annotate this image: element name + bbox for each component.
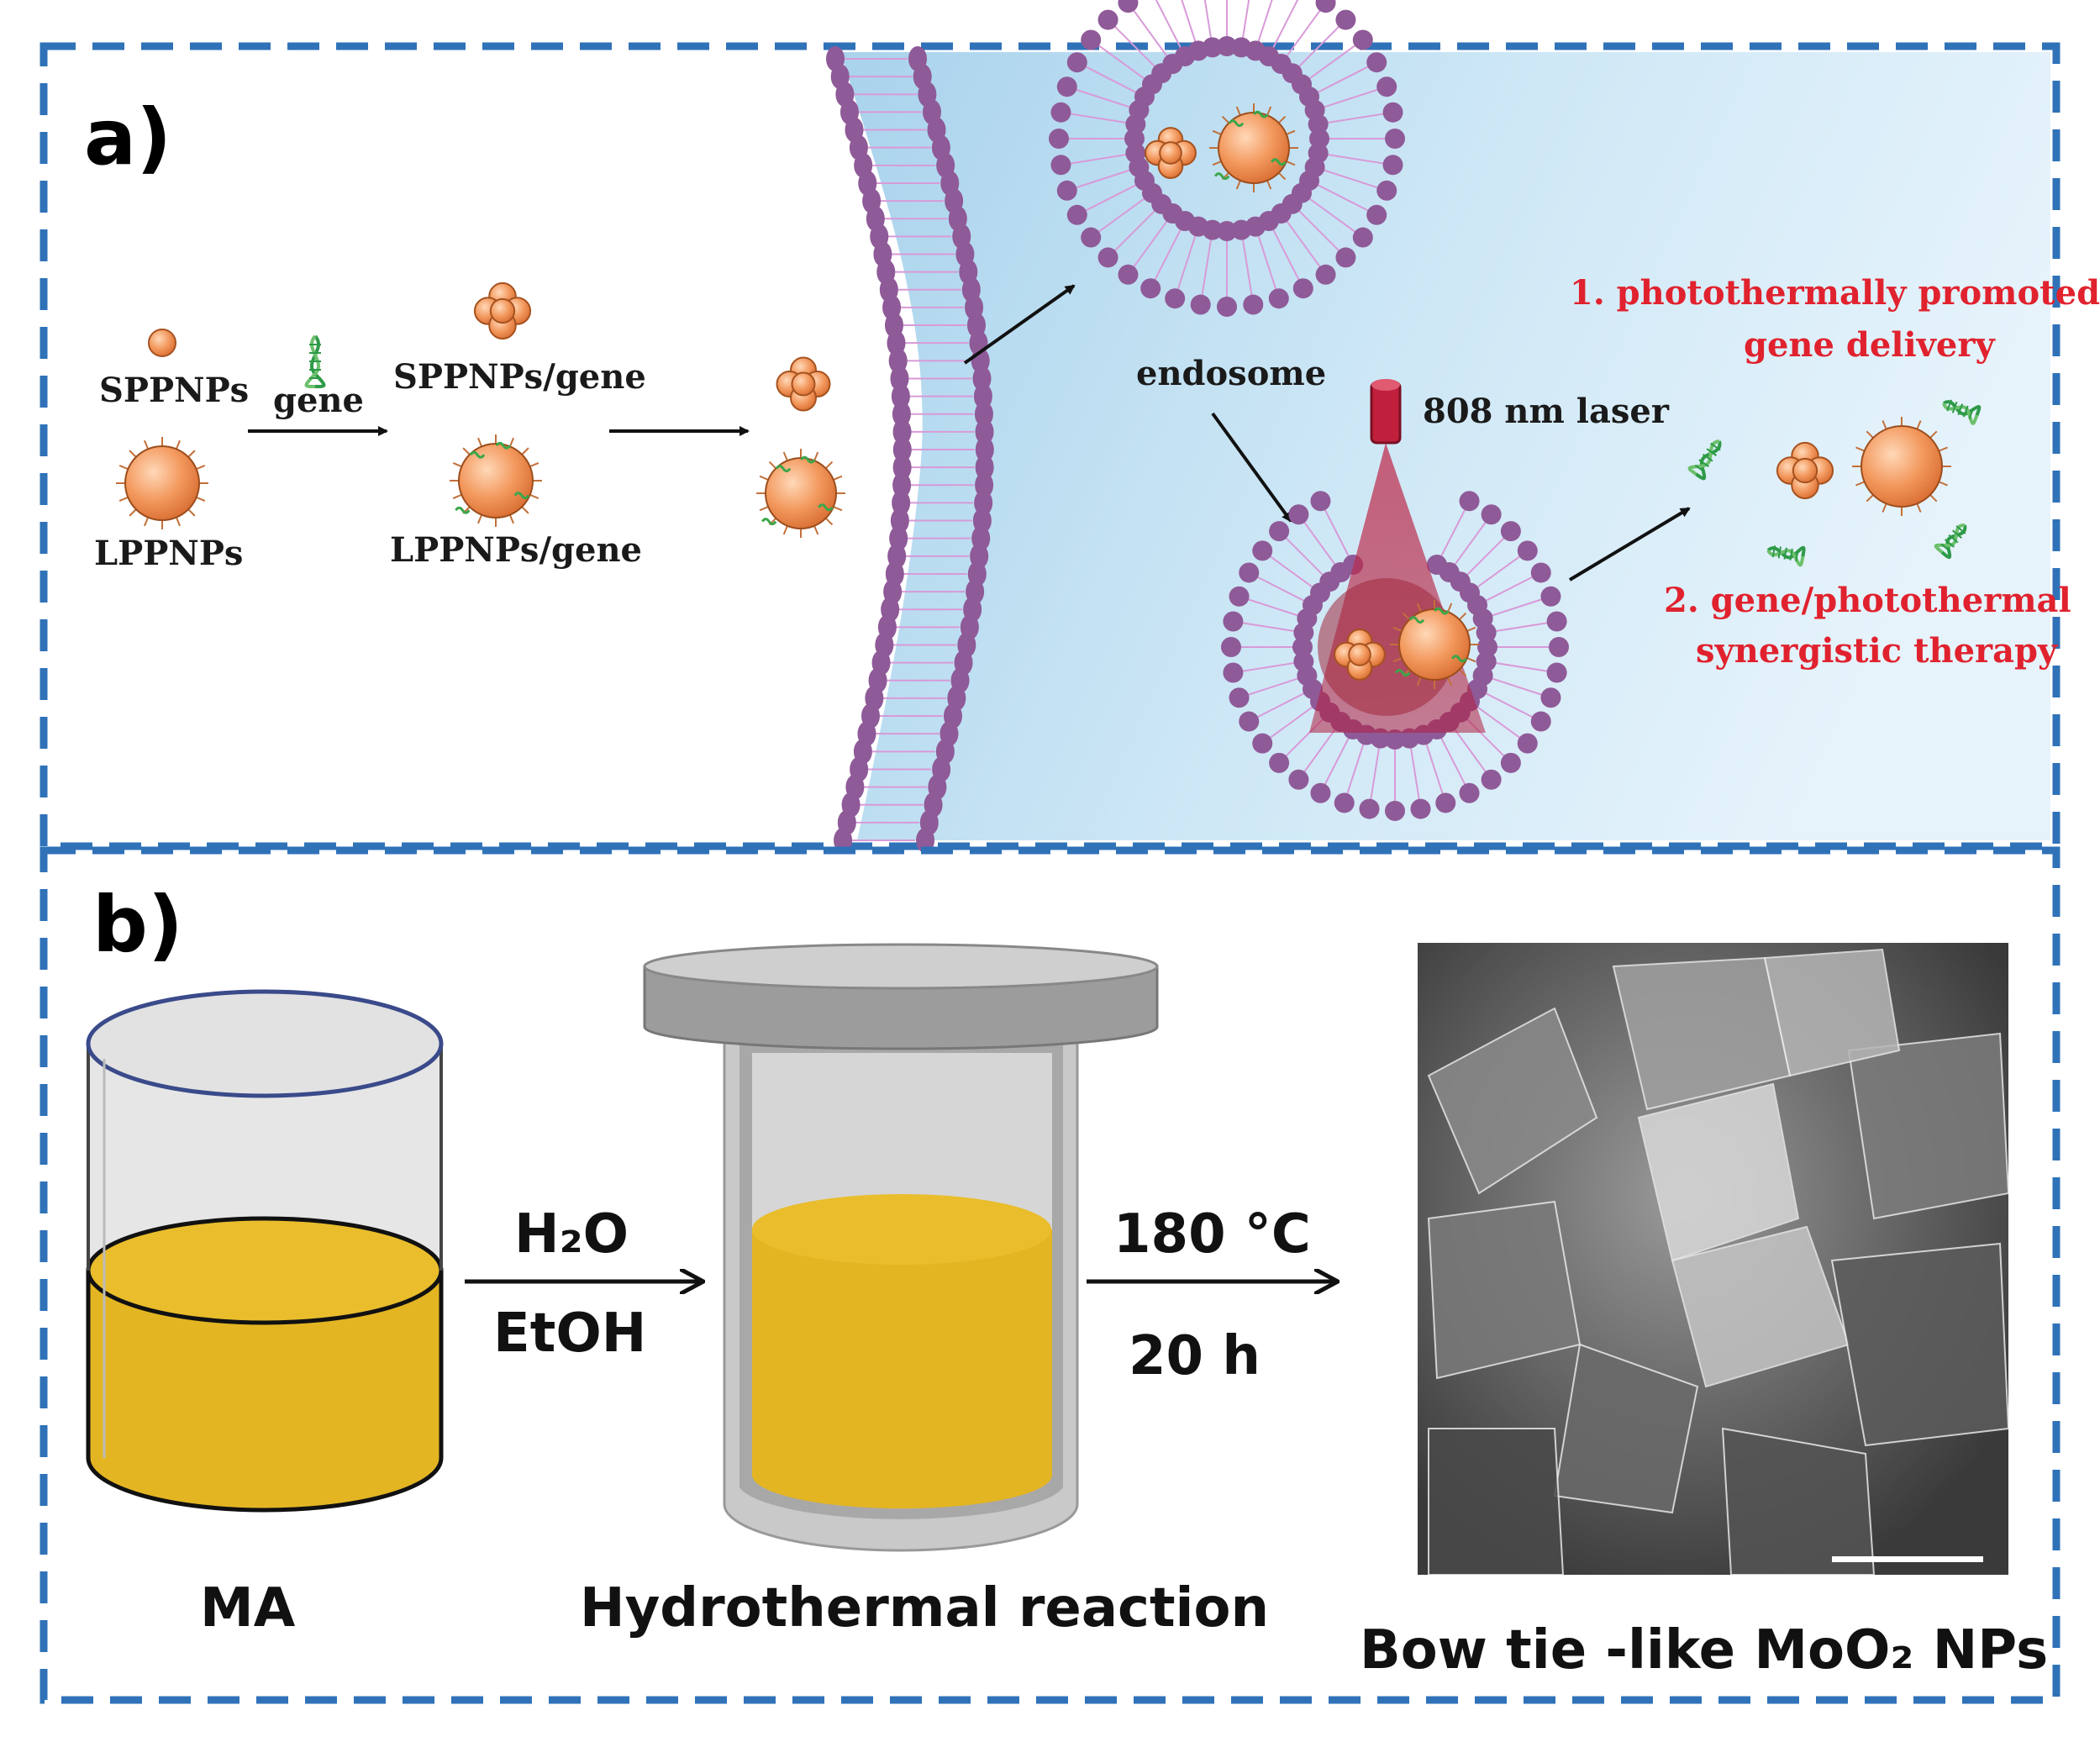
cluster-in-laser (1334, 629, 1386, 681)
lppnps-label: LPPNPs (94, 534, 243, 573)
released-cluster (1776, 441, 1834, 500)
step1-water: H₂O (514, 1203, 629, 1266)
outcome-1-line2: gene delivery (1744, 325, 1996, 365)
autoclave-icon (643, 943, 1159, 1552)
arrow-endocytosis (963, 284, 1076, 365)
dna-icon (304, 334, 326, 388)
outcome-2-line2: synergistic therapy (1696, 631, 2059, 671)
panel-b-border (39, 846, 2061, 1704)
sppnp-gene-cluster (473, 282, 532, 340)
endosome-top (1049, 0, 1405, 317)
cell-interior (840, 52, 2050, 840)
laser-icon (1370, 379, 1402, 445)
lppnp-in-endosome (1209, 103, 1298, 192)
beaker-icon (86, 989, 444, 1513)
lppnp-in-laser (1390, 600, 1479, 689)
outcome-2-line1: 2. gene/photothermal (1664, 581, 2071, 620)
dna-icon (1766, 545, 1806, 567)
laser-label: 808 nm laser (1423, 392, 1670, 431)
step2-temperature: 180 °C (1113, 1203, 1311, 1266)
caption-ma: MA (200, 1577, 296, 1639)
sppnps-gene-label: SPPNPs/gene (393, 357, 646, 397)
dna-icon (1687, 439, 1722, 481)
sppnp-particle (148, 329, 176, 357)
lppnp-at-membrane (756, 449, 845, 538)
endosome-label: endosome (1136, 354, 1326, 393)
dna-icon (1942, 399, 1982, 425)
gene-label: gene (273, 381, 364, 420)
scale-bar (1832, 1556, 1983, 1562)
cluster-in-endosome (1145, 127, 1197, 179)
step2-time: 20 h (1129, 1325, 1261, 1387)
lppnp-particle (116, 437, 208, 529)
dna-icon (1934, 524, 1967, 560)
arrow-to-laser (1211, 412, 1292, 523)
lppnps-gene-label: LPPNPs/gene (390, 530, 642, 570)
sppnps-label: SPPNPs (99, 371, 249, 410)
panel-b: b) MA H₂O EtOH Hydrothermal reaction (39, 846, 2061, 1704)
panel-a-border (39, 42, 2061, 850)
caption-hydrothermal: Hydrothermal reaction (580, 1577, 1269, 1639)
cell-membrane (826, 46, 994, 853)
panel-b-label: b) (92, 880, 183, 970)
arrow-to-release (1568, 507, 1691, 582)
cluster-at-membrane (776, 356, 831, 412)
outcome-1-line1: 1. photothermally promoted (1570, 273, 2100, 313)
panel-a: a) SPPNPs LPPNPs gene SPPNPs/gene LPPNPs… (39, 0, 2100, 853)
released-lppnp (1852, 417, 1951, 516)
caption-product: Bow tie -like MoO₂ NPs (1360, 1619, 2048, 1681)
sem-image (1418, 943, 2008, 1575)
panel-a-label: a) (84, 92, 171, 182)
step1-ethanol: EtOH (493, 1303, 646, 1365)
lppnp-gene-particle (450, 434, 542, 527)
